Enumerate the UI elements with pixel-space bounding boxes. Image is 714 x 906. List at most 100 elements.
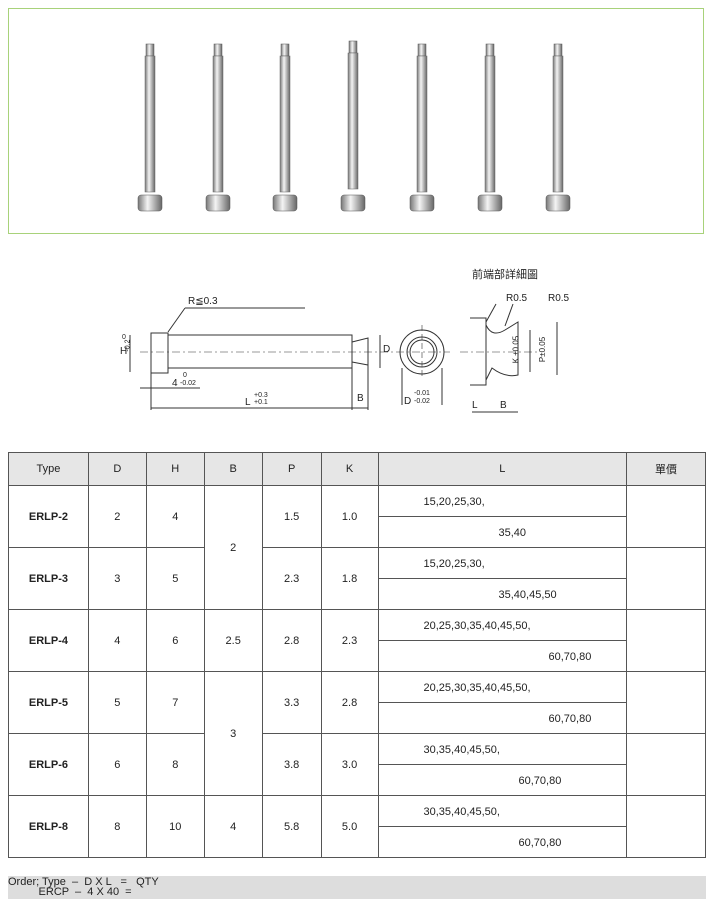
header-type: Type xyxy=(8,452,89,486)
k-cell: 2.8 xyxy=(320,671,379,734)
technical-drawing: 前端部詳細圖 R≦0.3 R0.5 R0.5 H 0 -0.2 4 0 -0.0… xyxy=(120,260,590,420)
l-cell: 30,35,40,45,50,60,70,80 xyxy=(377,795,628,858)
b-label: B xyxy=(357,393,364,404)
order-line-2: ERCP – 4 X 40 = xyxy=(8,886,132,898)
type-cell: ERLP-2 xyxy=(8,485,89,548)
d2-tol-lower: -0.02 xyxy=(414,398,430,405)
ejector-pin-image xyxy=(340,40,366,212)
ejector-pin-image xyxy=(545,43,571,212)
k-cell: 5.0 xyxy=(320,795,379,858)
d-cell: 4 xyxy=(87,609,147,672)
l-tol-upper: +0.3 xyxy=(254,392,268,399)
d-cell: 8 xyxy=(87,795,147,858)
h-cell: 6 xyxy=(145,609,205,672)
type-cell: ERLP-3 xyxy=(8,547,89,610)
l-values-2: 35,40,45,50 xyxy=(498,589,557,601)
h-cell: 5 xyxy=(145,547,205,610)
type-cell: ERLP-4 xyxy=(8,609,89,672)
d-cell: 3 xyxy=(87,547,147,610)
detail-b-label: B xyxy=(500,400,507,411)
l-values-2: 60,70,80 xyxy=(518,775,562,787)
price-cell xyxy=(626,609,706,672)
product-photo xyxy=(8,8,704,234)
l-values-1: 15,20,25,30, xyxy=(423,558,485,570)
d-cell: 6 xyxy=(87,733,147,796)
l-cell: 20,25,30,35,40,45,50, 60,70,80 xyxy=(377,671,628,734)
l-cell: 30,35,40,45,50, 60,70,80 xyxy=(377,733,628,796)
r1-label: R0.5 xyxy=(506,293,528,304)
detail-l-label: L xyxy=(472,400,478,411)
order-line-1: Order; Type – D X L = QTY xyxy=(8,876,159,888)
l-tol-lower: +0.1 xyxy=(254,399,268,406)
price-cell xyxy=(626,547,706,610)
header-b: B xyxy=(203,452,263,486)
d2-tol-upper: -0.01 xyxy=(414,390,430,397)
four-tol-lower: -0.02 xyxy=(180,380,196,387)
d-label: D xyxy=(383,344,391,355)
l-values-2: 60,70,80 xyxy=(548,713,592,725)
p-cell: 5.8 xyxy=(261,795,322,858)
price-cell xyxy=(626,485,706,548)
p-label: P±0.05 xyxy=(538,336,548,363)
header-price: 單價 xyxy=(626,452,706,486)
ejector-pin-image xyxy=(272,43,298,212)
price-cell xyxy=(626,671,706,734)
p-cell: 1.5 xyxy=(261,485,322,548)
header-h: H xyxy=(145,452,205,486)
type-cell: ERLP-8 xyxy=(8,795,89,858)
k-cell: 3.0 xyxy=(320,733,379,796)
k-cell: 2.3 xyxy=(320,609,379,672)
l-values-1: 20,25,30,35,40,45,50, xyxy=(423,682,531,694)
header-l: L xyxy=(377,452,628,486)
ejector-pin-image xyxy=(205,43,231,212)
d-cell: 5 xyxy=(87,671,147,734)
l-values-2: 35,40 xyxy=(498,527,527,539)
h-label: H xyxy=(120,346,128,357)
header-k: K xyxy=(320,452,379,486)
l-cell: 20,25,30,35,40,45,50, 60,70,80 xyxy=(377,609,628,672)
price-cell xyxy=(626,733,706,796)
p-cell: 3.3 xyxy=(261,671,322,734)
b-cell: 4 xyxy=(203,795,263,858)
l-values-1: 15,20,25,30, xyxy=(423,496,485,508)
d2-label: D xyxy=(404,396,412,407)
r2-label: R0.5 xyxy=(548,293,570,304)
l-values-1: 30,35,40,45,50, xyxy=(423,806,500,818)
b-cell: 2.5 xyxy=(203,609,263,672)
k-cell: 1.8 xyxy=(320,547,379,610)
ejector-pin-image xyxy=(409,43,435,212)
d-cell: 2 xyxy=(87,485,147,548)
ejector-pin-image xyxy=(137,43,163,212)
ejector-pin-image xyxy=(477,43,503,212)
k-label: K ±0.05 xyxy=(511,335,521,364)
detail-title: 前端部詳細圖 xyxy=(472,269,538,281)
radius-note: R≦0.3 xyxy=(188,296,218,307)
type-cell: ERLP-5 xyxy=(8,671,89,734)
header-p: P xyxy=(261,452,322,486)
four-label: 4 xyxy=(172,378,178,389)
h-tol-upper: 0 xyxy=(122,334,126,341)
price-cell xyxy=(626,795,706,858)
l-cell: 15,20,25,30, 35,40,45,50 xyxy=(377,547,628,610)
four-tol-upper: 0 xyxy=(183,372,187,379)
h-tol-lower: -0.2 xyxy=(124,339,132,352)
l-values-2: 60,70,80 xyxy=(548,651,592,663)
l-values-1: 30,35,40,45,50, xyxy=(423,744,500,756)
h-cell: 8 xyxy=(145,733,205,796)
type-cell: ERLP-6 xyxy=(8,733,89,796)
table-header: Type D H B P K L 單價 xyxy=(8,452,706,486)
header-d: D xyxy=(87,452,147,486)
l-values-1: 20,25,30,35,40,45,50, xyxy=(423,620,531,632)
k-cell: 1.0 xyxy=(320,485,379,548)
l-cell: 15,20,25,30, 35,40 xyxy=(377,485,628,548)
l-label: L xyxy=(245,397,251,408)
p-cell: 2.8 xyxy=(261,609,322,672)
b-cell: 3 xyxy=(203,671,263,796)
